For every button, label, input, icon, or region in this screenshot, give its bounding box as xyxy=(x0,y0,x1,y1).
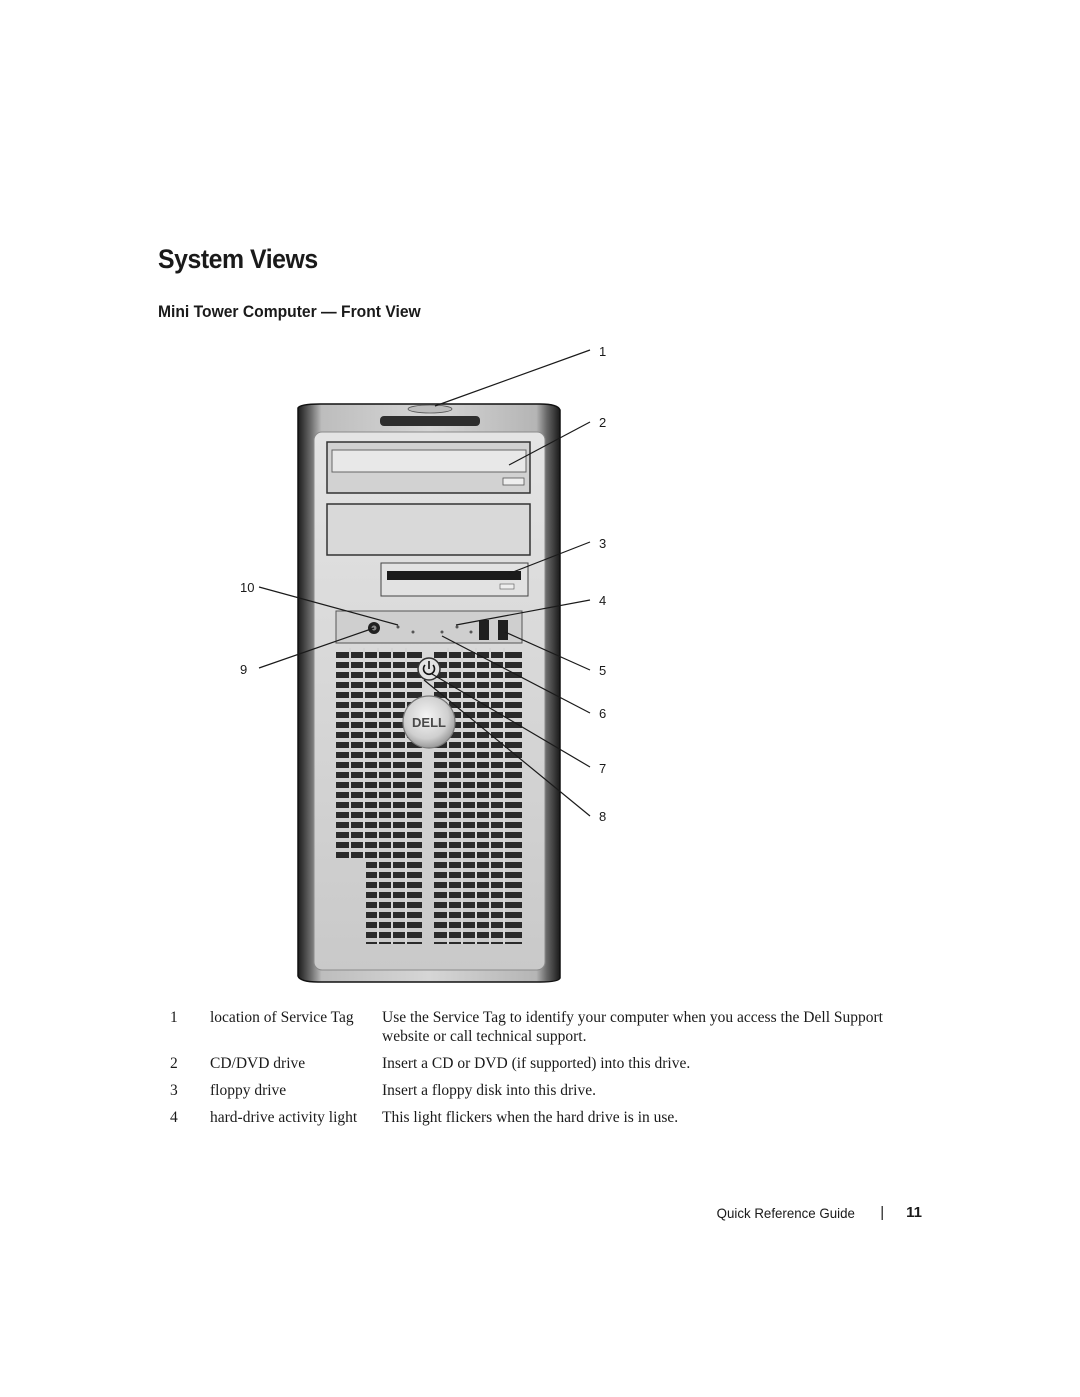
callout-2: 2 xyxy=(599,415,606,430)
footer-guide-title: Quick Reference Guide xyxy=(716,1204,855,1221)
cd-dvd-eject-button xyxy=(502,477,525,486)
io-panel xyxy=(335,610,523,644)
legend-item: hard-drive activity light xyxy=(210,1109,358,1126)
callout-lines xyxy=(258,349,591,817)
table-row: 3 floppy drive Insert a floppy disk into… xyxy=(160,1081,922,1108)
mini-tower-front-view-figure: DELL 1 2 3 4 5 6 7 8 9 10 xyxy=(240,344,606,983)
table-row: 4 hard-drive activity light This light f… xyxy=(160,1108,922,1135)
callout-8: 8 xyxy=(599,809,606,824)
footer-separator: | xyxy=(880,1204,885,1221)
service-tag-location xyxy=(407,404,453,414)
floppy-eject-button xyxy=(499,583,515,590)
legend-number: 1 xyxy=(170,1009,178,1026)
table-row: 1 location of Service Tag Use the Servic… xyxy=(160,1008,922,1054)
usb-connector-2 xyxy=(498,620,508,640)
cd-dvd-tray xyxy=(331,449,527,473)
page-title: System Views xyxy=(158,244,318,274)
legend-item: floppy drive xyxy=(210,1082,287,1099)
table-row: 2 CD/DVD drive Insert a CD or DVD (if su… xyxy=(160,1054,922,1081)
legend-table: 1 location of Service Tag Use the Servic… xyxy=(160,1008,922,1135)
vent-columns xyxy=(349,648,505,944)
callout-7: 7 xyxy=(599,761,606,776)
top-handle xyxy=(380,416,480,426)
callout-4: 4 xyxy=(599,593,606,608)
callout-10: 10 xyxy=(240,580,254,595)
page-footer: Quick Reference Guide | 11 xyxy=(713,1204,922,1221)
legend-item: location of Service Tag xyxy=(210,1009,354,1026)
legend-description: Insert a floppy disk into this drive. xyxy=(382,1082,596,1099)
legend-number: 3 xyxy=(170,1082,178,1099)
callout-9: 9 xyxy=(240,662,247,677)
empty-drive-bay xyxy=(326,503,531,556)
legend-description: Use the Service Tag to identify your com… xyxy=(382,1009,883,1045)
callout-3: 3 xyxy=(599,536,606,551)
dell-logo-text: DELL xyxy=(412,715,446,730)
legend-description: Insert a CD or DVD (if supported) into t… xyxy=(382,1055,691,1072)
legend-item: CD/DVD drive xyxy=(210,1055,306,1072)
diagnostic-lights xyxy=(396,625,473,634)
legend-number: 2 xyxy=(170,1055,178,1072)
dell-badge xyxy=(402,695,456,749)
legend-number: 4 xyxy=(170,1109,178,1126)
legend-description: This light flickers when the hard drive … xyxy=(382,1109,679,1126)
power-icon xyxy=(422,664,436,676)
callout-1: 1 xyxy=(599,344,606,359)
usb-connector-1 xyxy=(479,620,489,640)
page-number: 11 xyxy=(906,1204,922,1221)
vent-grille-left-lower xyxy=(366,858,422,944)
callout-6: 6 xyxy=(599,706,606,721)
callout-5: 5 xyxy=(599,663,606,678)
floppy-drive-slot xyxy=(387,571,521,580)
section-title: Mini Tower Computer — Front View xyxy=(158,302,421,321)
